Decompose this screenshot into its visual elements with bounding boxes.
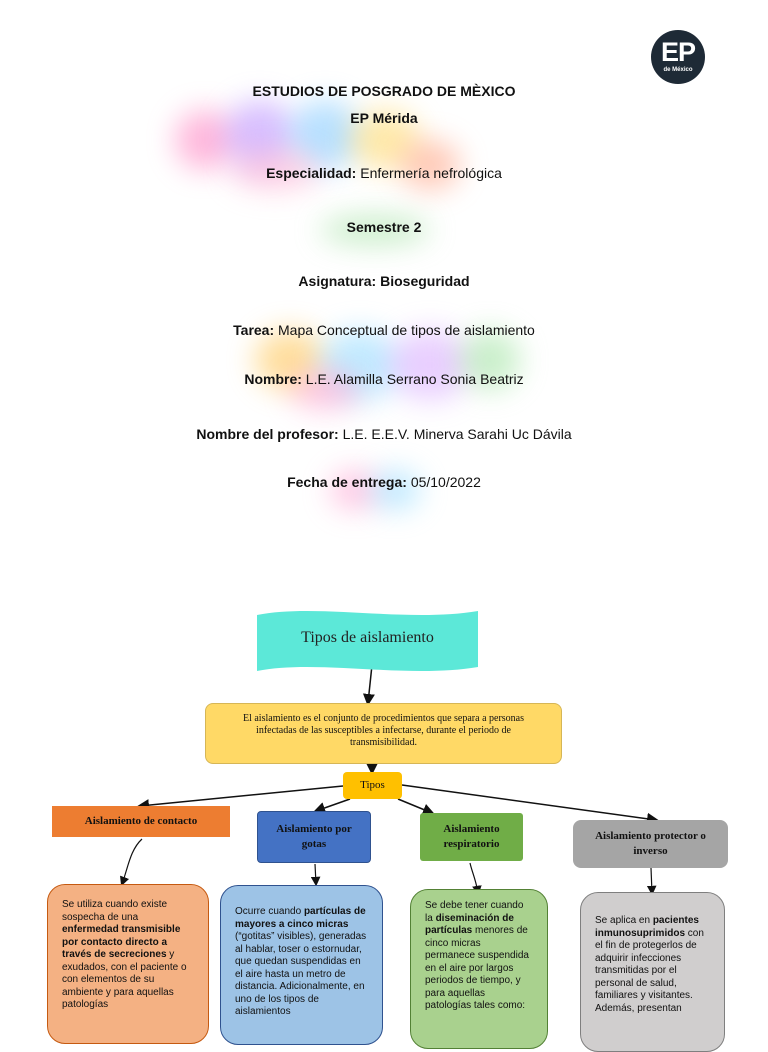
student-name-label: Nombre: [244, 371, 302, 387]
ep-logo: EP de México [651, 30, 705, 84]
category-protector: Aislamiento protector o inverso [573, 820, 728, 868]
arrow-to-contacto [137, 785, 344, 812]
task-line: Tarea: Mapa Conceptual de tipos de aisla… [0, 321, 768, 339]
due-date-line: Fecha de entrega: 05/10/2022 [0, 473, 768, 491]
arrow-to-protector [401, 784, 659, 825]
category-contacto: Aislamiento de contacto [52, 806, 230, 837]
arrow-contacto-desc [120, 838, 143, 887]
map-title-banner: Tipos de aislamiento [257, 607, 478, 675]
description-segment: diseminación de partículas [425, 912, 514, 937]
category-gotas: Aislamiento por gotas [257, 811, 371, 863]
description-segment: pacientes inmunosuprimidos [595, 915, 699, 939]
due-date-value: 05/10/2022 [410, 474, 481, 490]
semester: Semestre 2 [346, 219, 422, 235]
category-contacto-label: Aislamiento de contacto [84, 815, 198, 827]
subject-value: Bioseguridad [380, 273, 470, 289]
description-segment: Se utiliza cuando existe sospecha de una [62, 899, 168, 923]
description-segment: con el fin de protegerlos de adquirir in… [595, 927, 704, 1014]
description-segment: Se debe tener cuando la [425, 900, 524, 924]
teacher-value: L.E. E.E.V. Minerva Sarahi Uc Dávila [342, 426, 572, 442]
banner-shape [257, 611, 478, 671]
task-value: Mapa Conceptual de tipos de aislamiento [278, 322, 535, 338]
description-segment: partículas de mayores a cinco micras [235, 906, 366, 930]
category-respiratorio: Aislamiento respiratorio [420, 813, 523, 861]
arrow-to-respiratorio [397, 798, 435, 816]
description-contacto: Se utiliza cuando existe sospecha de una… [47, 884, 209, 1044]
arrow-gotas-desc [310, 863, 321, 887]
tipos-node: Tipos [343, 772, 402, 799]
logo-main-text: EP [660, 37, 696, 67]
subject-line: Asignatura: Bioseguridad [0, 272, 768, 290]
institution-name: ESTUDIOS DE POSGRADO DE MÈXICO [252, 83, 516, 99]
description-segment: (“gotitas” visibles), generadas al habla… [235, 931, 367, 1017]
description-segment: enfermedad transmisible por contacto dir… [62, 924, 181, 960]
concept-map-connectors [120, 664, 659, 896]
student-name-line: Nombre: L.E. Alamilla Serrano Sonia Beat… [0, 370, 768, 388]
specialty-value: Enfermería nefrológica [360, 165, 502, 181]
description-segment: y exudados, con el paciente o con elemen… [62, 949, 187, 1010]
description-segment: Ocurre cuando [235, 906, 304, 917]
description-protector: Se aplica en pacientes inmunosuprimidos … [580, 892, 725, 1052]
description-respiratorio: Se debe tener cuando la diseminación de … [410, 889, 548, 1049]
due-date-label: Fecha de entrega: [287, 474, 407, 490]
campus-name: EP Mérida [350, 110, 418, 126]
arrow-protector-desc [646, 867, 657, 896]
category-gotas-label: Aislamiento por gotas [276, 823, 352, 850]
teacher-label: Nombre del profesor: [196, 426, 339, 442]
specialty-line: Especialidad: Enfermería nefrológica [0, 164, 768, 182]
description-segment: Se aplica en [595, 915, 653, 926]
category-respiratorio-label: Aislamiento respiratorio [443, 823, 500, 850]
category-protector-label: Aislamiento protector o inverso [595, 830, 706, 857]
description-gotas: Ocurre cuando partículas de mayores a ci… [220, 885, 383, 1045]
subject-label: Asignatura: [298, 273, 377, 289]
definition-box: El aislamiento es el conjunto de procedi… [205, 703, 562, 764]
arrow-title-to-definition [362, 664, 375, 706]
student-name-value: L.E. Alamilla Serrano Sonia Beatriz [305, 371, 524, 387]
map-title: Tipos de aislamiento [301, 629, 434, 646]
definition-text: El aislamiento es el conjunto de procedi… [242, 713, 525, 748]
logo-sub-text: de México [663, 67, 693, 73]
arrow-to-gotas [313, 798, 351, 814]
description-segment: menores de cinco micras permanece suspen… [425, 925, 529, 1011]
task-label: Tarea: [233, 322, 275, 338]
tipos-label: Tipos [360, 779, 385, 791]
teacher-line: Nombre del profesor: L.E. E.E.V. Minerva… [0, 425, 768, 443]
specialty-label: Especialidad: [266, 165, 357, 181]
